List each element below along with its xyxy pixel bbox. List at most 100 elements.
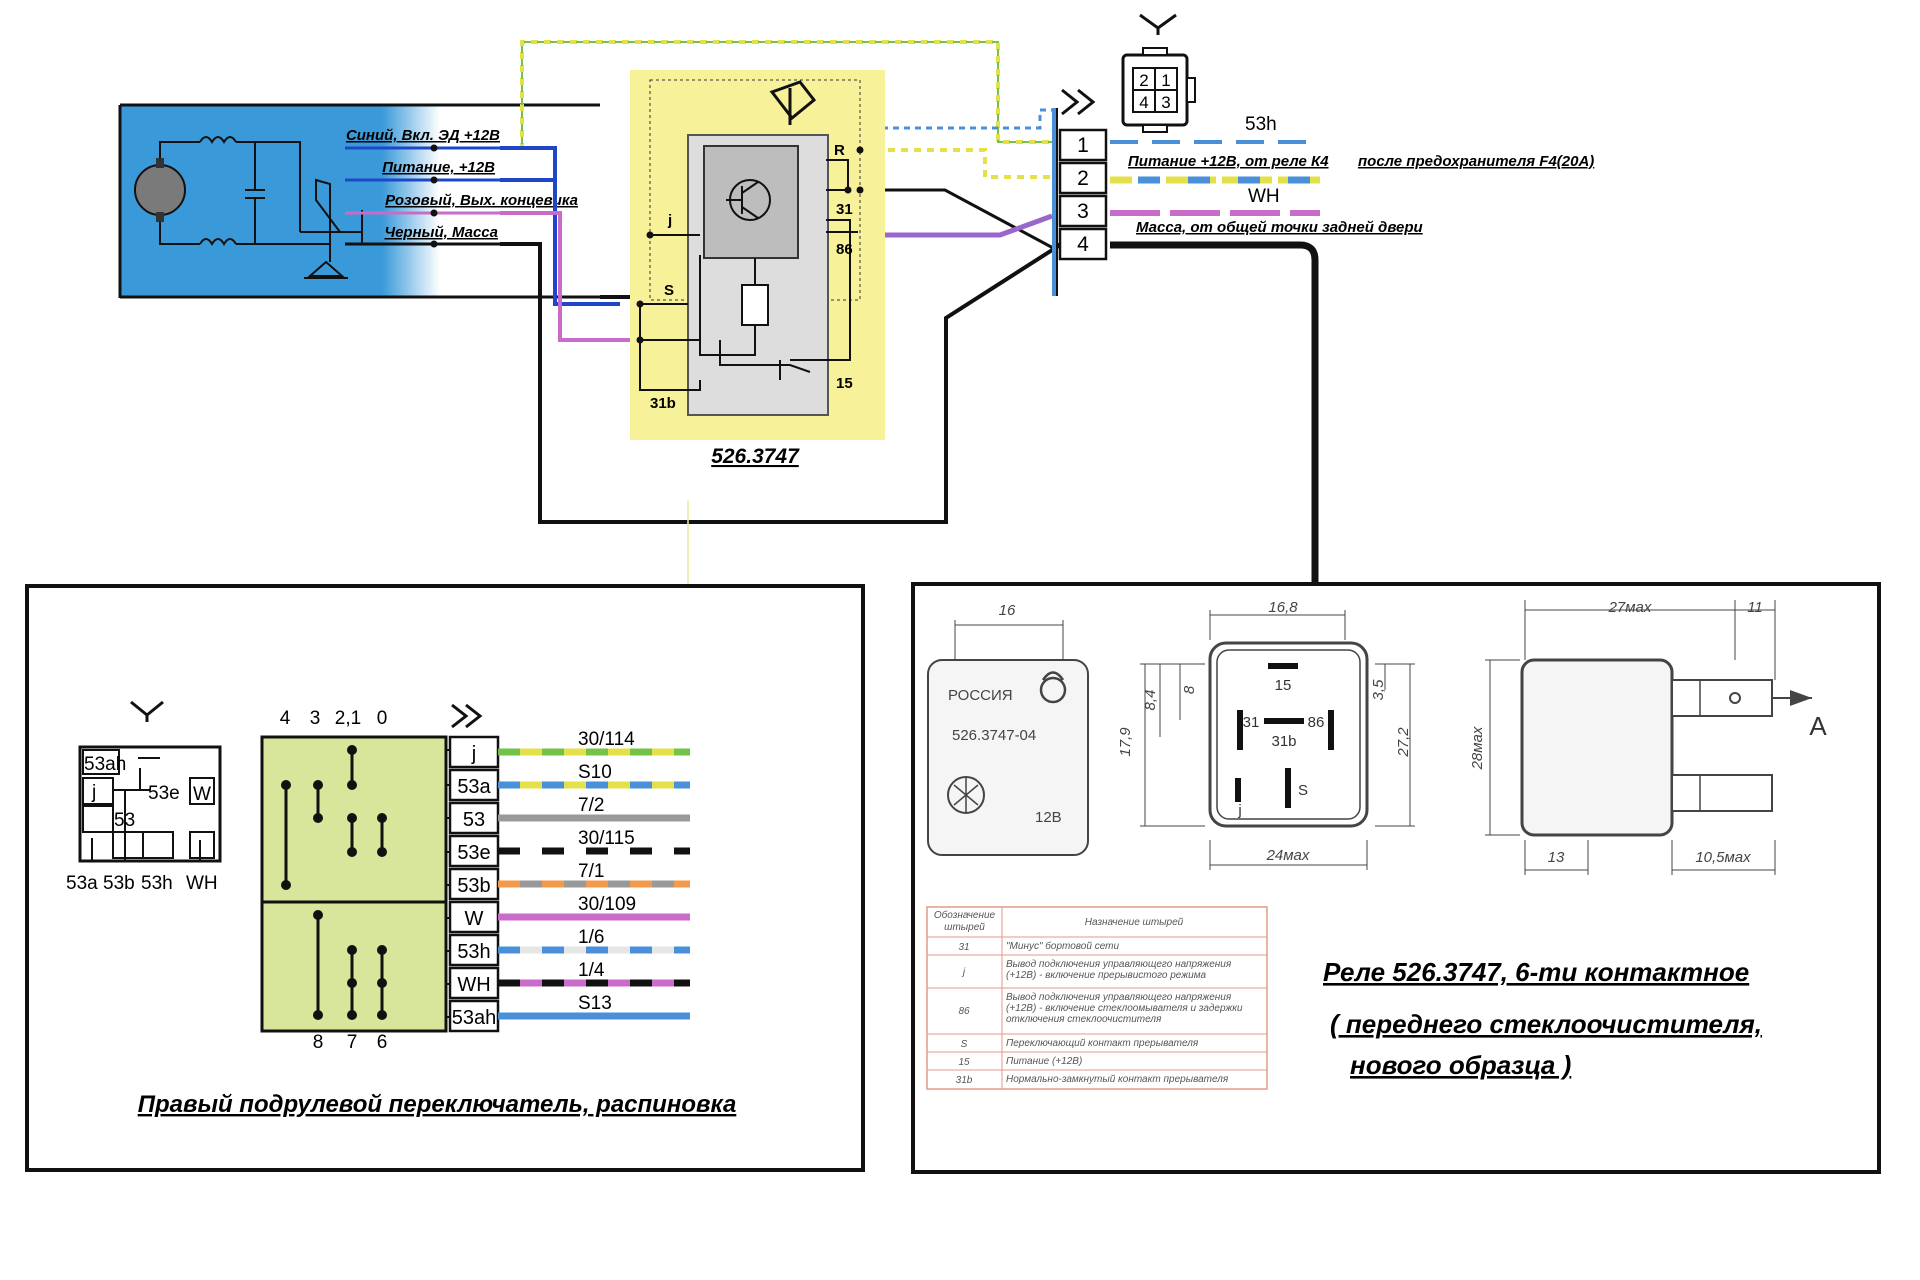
wire-code-S13: S13 (578, 993, 612, 1014)
switch-position-6: 6 (377, 1032, 388, 1053)
connector-pin-3: 3 (1077, 200, 1089, 223)
connector-pin-4: 4 (1077, 233, 1089, 256)
wire-code-7-2: 7/2 (578, 795, 604, 816)
switch-position-7: 7 (347, 1032, 358, 1053)
switch-position-3: 3 (310, 708, 321, 729)
small-connector-WH: WH (186, 873, 218, 894)
top-wires (500, 40, 1320, 600)
relay-model-text: 526.3747-04 (952, 727, 1036, 744)
switch-pin-53a: 53a (457, 776, 491, 798)
motor-label-power: Питание, +12В (382, 159, 495, 176)
motor-icon (134, 158, 186, 222)
wire-label-power-a: Питание +12В, от реле К4 (1128, 153, 1329, 170)
wire-label-power-b: после предохранителя F4(20А) (1358, 153, 1594, 170)
wire-code-7-1: 7/1 (578, 861, 604, 882)
table-desc-cell-0: "Минус" бортовой сети (1006, 941, 1119, 952)
switch-wires (498, 748, 690, 1020)
table-desc-15: Питание (+12В) (1006, 1056, 1083, 1067)
dim-17-9: 17,9 (1117, 727, 1134, 757)
motor-label-pink: Розовый, Вых. концевика (385, 192, 578, 209)
relay-pin-31: 31 (836, 201, 853, 218)
dim-11: 11 (1747, 599, 1763, 616)
relay-front-view (927, 620, 1089, 856)
table-desc-cell-5: Нормально-замкнутый контакт прерывателя (1006, 1074, 1229, 1085)
face-pin-3: 3 (1161, 93, 1170, 112)
connector-pin-boxes (1058, 128, 1108, 261)
small-connector-53a: 53a (66, 873, 98, 894)
table-desc-31b: Нормально-замкнутый контакт прерывателя (1006, 1074, 1229, 1085)
switch-pin-53: 53 (463, 809, 485, 831)
dim-3-5: 3,5 (1370, 679, 1387, 701)
face-pin-2: 2 (1139, 71, 1148, 90)
switch-chevron-icon (451, 703, 483, 729)
switch-contacts (281, 745, 387, 1020)
relay-pin-86: 86 (836, 241, 853, 258)
face-pin-1: 1 (1161, 71, 1170, 90)
table-pin-31b: 31b (956, 1075, 973, 1086)
relay-country-text: РОССИЯ (948, 687, 1013, 704)
relay-voltage-text: 12В (1035, 809, 1062, 826)
table-header-pin-cell: Обозначение штырей (933, 910, 996, 933)
right-caption-line3: нового образца ) (1350, 1050, 1571, 1080)
switch-pin-53ah: 53ah (452, 1007, 497, 1029)
small-connector-53ah: 53ah (84, 754, 126, 775)
dim-13: 13 (1548, 849, 1565, 866)
limit-switch-icon (304, 260, 348, 279)
dim-27-2: 27,2 (1395, 727, 1412, 758)
switch-pin-53h: 53h (457, 941, 490, 963)
relay-side-view (1485, 600, 1812, 875)
table-desc-j: Вывод подключения управляющего напряжени… (1006, 959, 1232, 981)
right-caption-line2: ( переднего стеклоочистителя, (1330, 1009, 1762, 1039)
relay-title: 526.3747 (711, 445, 800, 468)
table-pin-31: 31 (958, 942, 969, 953)
wiper-motor-block: Синий, Вкл. ЭД +12В Питание, +12В Розовы… (118, 103, 600, 299)
harness-connector: 1 2 3 4 2 1 4 3 53h Питание +12В, от рел… (1052, 13, 1594, 296)
face-pin-4: 4 (1139, 93, 1148, 112)
table-pin-S: S (961, 1039, 968, 1050)
wire-label-ground: Масса, от общей точки задней двери (1136, 219, 1423, 236)
switch-position-0: 0 (377, 708, 388, 729)
switch-lower-section (260, 900, 448, 1033)
switch-pin-j: j (471, 743, 476, 765)
wire-code-S10: S10 (578, 762, 612, 783)
right-panel: 16 РОССИЯ 526.3747-04 12В 16,8 15 31 86 … (911, 582, 1881, 1174)
switch-pin-53e: 53e (457, 842, 490, 864)
right-caption-line1: Реле 526.3747, 6-ти контактное (1323, 957, 1749, 987)
wire-code-30-109: 30/109 (578, 894, 636, 915)
table-header-pin: Обозначение штырей (933, 910, 996, 933)
small-connector-diagram (78, 745, 222, 863)
small-connector-53h: 53h (141, 873, 173, 894)
switch-pin-53b: 53b (457, 875, 490, 897)
wiper-icon (769, 80, 817, 125)
dim-8-4: 8,4 (1142, 690, 1159, 711)
table-pin-86: 86 (958, 1006, 970, 1017)
connector-pin-2: 2 (1077, 167, 1089, 190)
small-connector-W: W (193, 784, 211, 805)
relay-pin-15: 15 (836, 375, 853, 392)
pin-label-31: 31 (1243, 714, 1260, 731)
pin-label-86: 86 (1308, 714, 1325, 731)
dim-10-5max: 10,5мах (1695, 849, 1751, 866)
small-connector-j: j (91, 782, 96, 803)
pin-label-j: j (1237, 802, 1241, 819)
dim-24max: 24мах (1266, 847, 1310, 864)
pin-label-15: 15 (1275, 677, 1292, 694)
relay-pin-R: R (834, 142, 845, 159)
connector-pin-1: 1 (1077, 134, 1089, 157)
wire-label-WH: WH (1248, 186, 1280, 207)
switch-pin-W: W (465, 908, 484, 930)
wire-code-1-6: 1/6 (578, 927, 604, 948)
dim-16-8: 16,8 (1268, 599, 1298, 616)
table-desc-cell-1: Вывод подключения управляющего напряжени… (1006, 959, 1232, 981)
small-connector-53: 53 (114, 810, 135, 831)
relay-pin-view (1140, 610, 1415, 870)
motor-label-blue: Синий, Вкл. ЭД +12В (346, 127, 500, 144)
dim-27max: 27мах (1608, 599, 1652, 616)
pin-label-31b: 31b (1271, 733, 1296, 750)
small-connector-53e: 53e (148, 783, 180, 804)
table-desc-cell-2: Вывод подключения управляющего напряжени… (1006, 992, 1243, 1025)
dim-8: 8 (1181, 685, 1198, 694)
relay-pin-j: j (667, 212, 672, 229)
table-pin-j: j (961, 967, 966, 978)
